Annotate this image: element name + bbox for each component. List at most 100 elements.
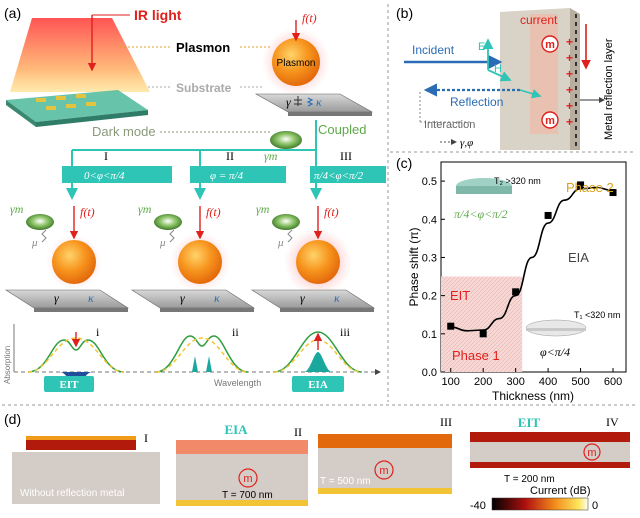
spectrum-ii-roman: ii bbox=[232, 325, 239, 339]
d2-m: m bbox=[243, 473, 252, 485]
fit-curve bbox=[450, 186, 614, 332]
system-1-kappa: κ bbox=[88, 291, 94, 305]
y-tick-label: 0.3 bbox=[422, 252, 437, 264]
data-points bbox=[447, 181, 617, 338]
system-3-coupling-icon bbox=[287, 229, 293, 243]
eit-label: EIT bbox=[450, 288, 470, 303]
c-ylabel: Phase shift (π) bbox=[407, 228, 421, 307]
panel-a: (a) IR light Plasmon Substrate Plasmon f… bbox=[3, 5, 386, 392]
spectra-area: Absorption Wavelength i EIT ii iii EIA bbox=[3, 324, 381, 392]
y-tick-label: 0.2 bbox=[422, 291, 437, 303]
d4-badge: EIT bbox=[518, 415, 541, 430]
d4-metal-current bbox=[470, 462, 630, 468]
data-point bbox=[577, 181, 585, 189]
branch-3-roman: III bbox=[340, 149, 352, 163]
x-tick-label: 600 bbox=[604, 376, 622, 388]
substrate-edge bbox=[36, 110, 148, 127]
svg-text:+: + bbox=[566, 35, 573, 49]
branch-2-condition: φ = π/4 bbox=[210, 170, 244, 182]
system-3-kappa: κ bbox=[334, 291, 340, 305]
d2-badge-bg bbox=[216, 421, 256, 437]
panel-d-label: (d) bbox=[4, 411, 21, 427]
d4-m: m bbox=[587, 447, 596, 459]
spectrum-iii-roman: iii bbox=[340, 325, 351, 339]
top-plate-edge bbox=[288, 112, 372, 116]
d4-note: T = 200 nm bbox=[504, 474, 555, 485]
dark-mode-ellipse bbox=[270, 131, 302, 149]
m-circle-bottom bbox=[541, 111, 559, 129]
incident-label: Incident bbox=[412, 43, 455, 57]
thick-inset-edge bbox=[456, 186, 512, 194]
colorbar-min: -40 bbox=[470, 500, 486, 512]
system-3-gamma: γ bbox=[300, 291, 305, 305]
system-2: γm μ f(t) γ κ bbox=[130, 202, 256, 312]
dark-mode-label: Dark mode bbox=[92, 124, 156, 139]
plasmon-label: Plasmon bbox=[176, 40, 230, 55]
d1-current-highlight bbox=[26, 436, 136, 440]
x-tick-label: 300 bbox=[506, 376, 524, 388]
system-1-mu: μ bbox=[31, 237, 38, 249]
branch-box-2 bbox=[190, 166, 286, 183]
colorbar bbox=[491, 497, 589, 511]
phase2-label: Phase 2 bbox=[566, 180, 614, 195]
spectrum-ii-peaks bbox=[192, 356, 212, 372]
d3-note: T = 500 nm bbox=[320, 476, 371, 487]
d2-substrate bbox=[176, 452, 308, 502]
data-point bbox=[447, 322, 455, 330]
spectrum-iii-curve bbox=[273, 331, 363, 373]
cond-upper: π/4<φ<π/2 bbox=[454, 207, 508, 221]
h-field-arrow bbox=[487, 69, 512, 82]
d4-loop bbox=[583, 443, 601, 461]
eia-label: EIA bbox=[568, 250, 589, 265]
d4-roman: IV bbox=[606, 415, 619, 429]
branch-1-roman: I bbox=[104, 149, 108, 163]
x-tick-label: 500 bbox=[571, 376, 589, 388]
system-1: γm μ f(t) γ κ bbox=[4, 202, 130, 312]
d2-metal-current bbox=[176, 500, 308, 506]
system-3-gamma-m: γm bbox=[256, 202, 270, 216]
plus-signs: ++++++ bbox=[566, 35, 573, 129]
panel-c-label: (c) bbox=[396, 155, 412, 171]
system-3-ball bbox=[296, 240, 340, 284]
d2-loop bbox=[238, 468, 258, 488]
system-1-f-t: f(t) bbox=[80, 205, 95, 219]
svg-text:+: + bbox=[566, 99, 573, 113]
system-3-mu: μ bbox=[277, 237, 284, 249]
phase1-label: Phase 1 bbox=[452, 348, 500, 363]
coupled-label: Coupled bbox=[318, 122, 366, 137]
d3-roman: III bbox=[440, 415, 452, 429]
x-tick-label: 100 bbox=[442, 376, 460, 388]
top-gamma: γ bbox=[286, 95, 291, 109]
svg-text:+: + bbox=[566, 115, 573, 129]
spectrum-i-badge-bg bbox=[44, 376, 94, 392]
m-circle-top bbox=[541, 35, 559, 53]
data-point bbox=[512, 288, 520, 296]
d3-current bbox=[318, 434, 452, 448]
system-3: γm μ f(t) γ κ bbox=[250, 202, 376, 312]
system-2-coupling-icon bbox=[169, 229, 175, 243]
m-bottom: m bbox=[545, 115, 555, 127]
d4-substrate bbox=[470, 440, 630, 462]
data-point bbox=[609, 189, 617, 197]
spectrum-ii-curve bbox=[155, 335, 249, 373]
d2-badge: EIA bbox=[224, 422, 248, 437]
d3-loop bbox=[374, 460, 394, 480]
system-3-f-t: f(t) bbox=[324, 205, 339, 219]
current-label: current bbox=[520, 13, 558, 27]
interaction-label: Interaction bbox=[424, 119, 475, 131]
antenna-array bbox=[36, 94, 96, 110]
spectrum-i-roman: i bbox=[96, 325, 100, 339]
branch-2-roman: II bbox=[226, 149, 234, 163]
x-tick-label: 400 bbox=[539, 376, 557, 388]
d2-note: T = 700 nm bbox=[222, 490, 273, 501]
data-point bbox=[544, 211, 552, 219]
branch-3-condition: π/4<φ<π/2 bbox=[314, 170, 364, 182]
d3-m: m bbox=[379, 465, 388, 477]
dark-gamma-m: γm bbox=[264, 149, 278, 163]
d4-current bbox=[470, 432, 630, 442]
absorption-label: Absorption bbox=[3, 346, 12, 384]
top-plasmon-ball-label: Plasmon bbox=[277, 58, 316, 69]
system-1-ball bbox=[52, 240, 96, 284]
d1-roman: I bbox=[144, 431, 148, 445]
substrate-label: Substrate bbox=[176, 81, 232, 95]
